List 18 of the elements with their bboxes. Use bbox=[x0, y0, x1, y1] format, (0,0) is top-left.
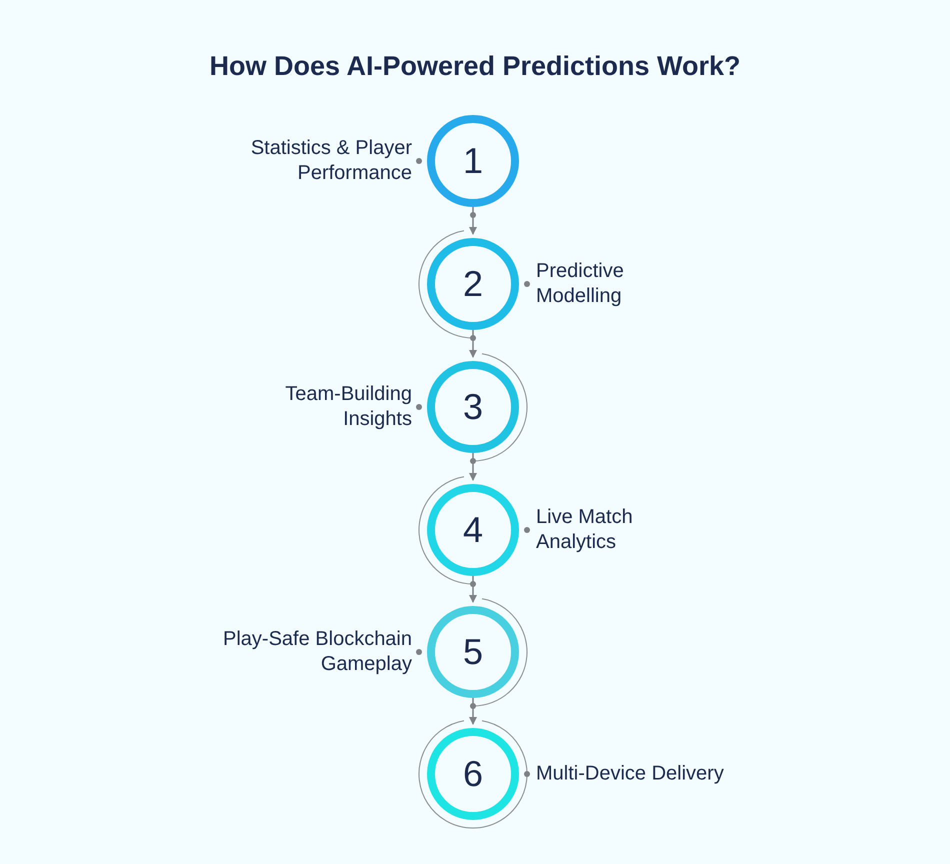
arrow bbox=[469, 453, 477, 481]
step-number: 1 bbox=[462, 143, 484, 179]
step-number: 2 bbox=[462, 266, 484, 302]
step-number: 3 bbox=[462, 389, 484, 425]
step-label: Statistics & Player Performance bbox=[250, 136, 412, 186]
arrow bbox=[469, 207, 477, 235]
step-number: 4 bbox=[462, 512, 484, 548]
arrow bbox=[469, 576, 477, 603]
arrow bbox=[469, 330, 477, 358]
arrow bbox=[469, 698, 477, 725]
step-label: Multi-Device Delivery bbox=[536, 762, 724, 786]
step-label: Predictive Modelling bbox=[536, 259, 625, 309]
step-number: 6 bbox=[462, 756, 484, 792]
step-label: Live Match Analytics bbox=[536, 505, 634, 555]
step-number: 5 bbox=[462, 634, 484, 670]
step-label: Play-Safe Blockchain Gameplay bbox=[222, 627, 412, 677]
step-label: Team-Building Insights bbox=[284, 382, 412, 432]
title: How Does AI-Powered Predictions Work? bbox=[208, 50, 742, 83]
